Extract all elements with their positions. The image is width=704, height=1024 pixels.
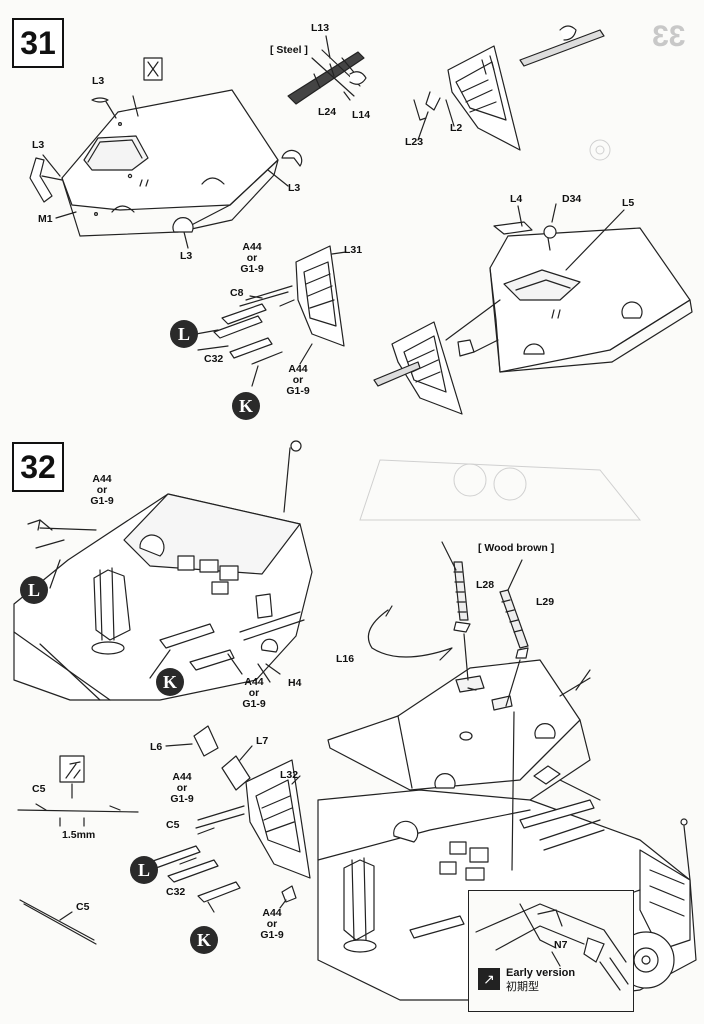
marker-l-step31: L — [170, 320, 198, 348]
label-d34: D34 — [562, 193, 582, 205]
label-or: or — [292, 374, 304, 386]
label-a44-or-g19-bottom: A44 or G1-9 — [254, 908, 290, 941]
label-or: or — [176, 782, 188, 794]
label-l4: L4 — [510, 193, 523, 205]
label-c5-assembly: C5 — [166, 819, 180, 831]
label-a44: A44 — [262, 907, 282, 919]
label-or: or — [248, 687, 260, 699]
step31-side-plate-top — [413, 25, 605, 151]
label-steel: [ Steel ] — [270, 44, 308, 56]
step-31-number: 31 — [12, 18, 64, 68]
early-version-icon: ↗ — [478, 968, 500, 990]
step32-hull-left — [13, 440, 313, 701]
step31-superstructure-top — [29, 57, 303, 249]
step32-rear-plate — [149, 725, 311, 913]
early-version-inset — [468, 890, 634, 1012]
label-l3-right: L3 — [288, 182, 301, 194]
label-l16: L16 — [336, 653, 355, 665]
label-l3-top: L3 — [92, 75, 105, 87]
label-c5-lower: C5 — [76, 901, 90, 913]
label-g19: G1-9 — [90, 495, 114, 507]
label-a44: A44 — [288, 363, 308, 375]
label-l31: L31 — [344, 244, 363, 256]
label-l28: L28 — [476, 579, 495, 591]
label-a44-or-g19-lower: A44 or G1-9 — [280, 364, 316, 397]
early-version-subtitle: 初期型 — [506, 981, 539, 993]
label-m1: M1 — [38, 213, 53, 225]
label-1-5mm: 1.5mm — [62, 829, 96, 841]
label-g19: G1-9 — [240, 263, 264, 275]
label-g19: G1-9 — [242, 698, 266, 710]
label-a44-or-g19-top-left: A44 or G1-9 — [84, 474, 120, 507]
label-l32: L32 — [280, 769, 299, 781]
label-l23: L23 — [405, 136, 424, 148]
label-a44: A44 — [244, 676, 264, 688]
label-a44-or-g19-left: A44 or G1-9 — [164, 772, 200, 805]
label-l2: L2 — [450, 122, 463, 134]
step31-machine-gun — [287, 35, 367, 105]
label-l3-bottom: L3 — [180, 250, 193, 262]
label-c5-rod: C5 — [32, 783, 46, 795]
label-l3-left: L3 — [32, 139, 45, 151]
marker-l-step32-lower: L — [130, 856, 158, 884]
label-g19: G1-9 — [170, 793, 194, 805]
label-a44-or-g19-upper: A44 or G1-9 — [234, 242, 270, 275]
label-l6: L6 — [150, 741, 163, 753]
label-l24: L24 — [318, 106, 337, 118]
label-l29: L29 — [536, 596, 555, 608]
label-n7: N7 — [554, 939, 568, 951]
label-c32-step32: C32 — [166, 886, 186, 898]
label-h4: H4 — [288, 677, 302, 689]
label-g19: G1-9 — [286, 385, 310, 397]
label-g19: G1-9 — [260, 929, 284, 941]
label-a44-or-g19-mid: A44 or G1-9 — [236, 677, 272, 710]
marker-k-step32-upper: K — [156, 668, 184, 696]
label-or: or — [266, 918, 278, 930]
label-c8: C8 — [230, 287, 244, 299]
label-a44: A44 — [172, 771, 192, 783]
label-or: or — [246, 252, 258, 264]
label-l13: L13 — [311, 22, 330, 34]
label-wood-brown: [ Wood brown ] — [478, 542, 555, 554]
marker-k-step31: K — [232, 392, 260, 420]
step31-superstructure-right — [373, 203, 693, 415]
marker-k-step32-lower: K — [190, 926, 218, 954]
marker-l-step32-upper: L — [20, 576, 48, 604]
early-version-title: Early version — [506, 967, 576, 979]
label-l5: L5 — [622, 197, 635, 209]
label-l14: L14 — [352, 109, 371, 121]
step32-c5-detail — [17, 755, 139, 945]
label-l7: L7 — [256, 735, 269, 747]
label-c32: C32 — [204, 353, 224, 365]
next-step-number-bleed: 33 — [652, 20, 686, 53]
label-a44: A44 — [92, 473, 112, 485]
label-a44: A44 — [242, 241, 262, 253]
step-32-number: 32 — [12, 442, 64, 492]
bleed-through-art — [359, 139, 642, 521]
label-or: or — [96, 484, 108, 496]
step31-rear-plate — [195, 245, 347, 387]
